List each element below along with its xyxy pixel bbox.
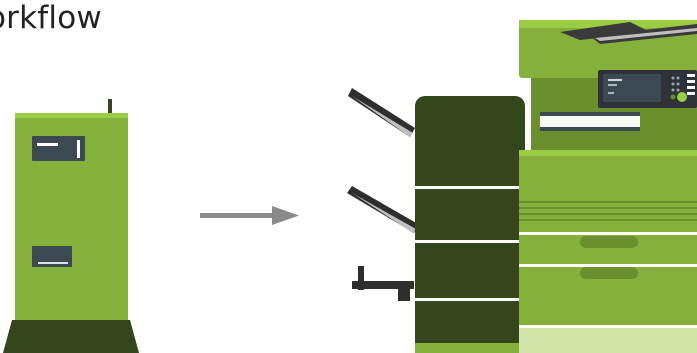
page-heading: orkflow [0,0,102,36]
standalone-finisher-icon [3,99,139,353]
right-arrow-icon [200,206,299,225]
multifunction-printer-icon [347,20,697,353]
